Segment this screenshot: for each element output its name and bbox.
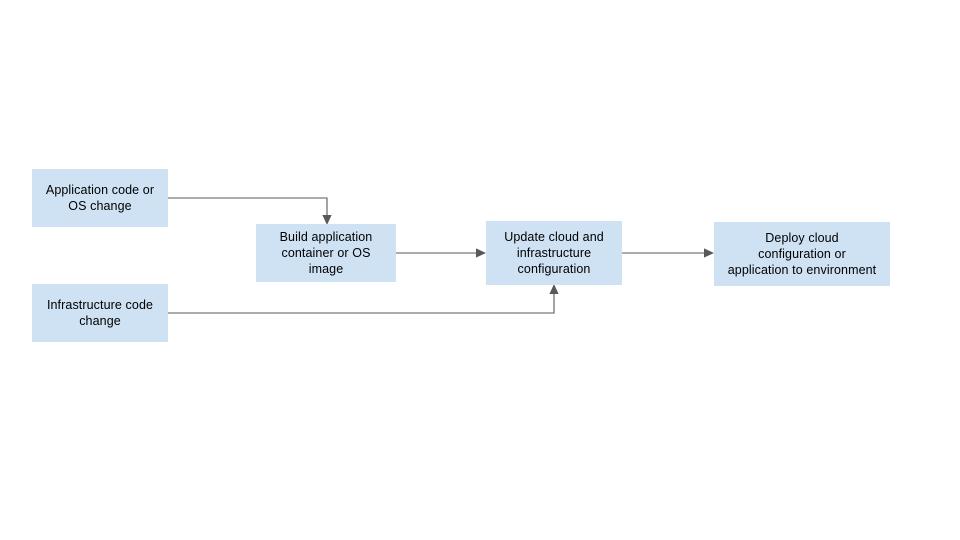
edge-infra-code-to-update [168, 284, 559, 314]
edge-app-code-to-build [168, 197, 332, 225]
node-update-cloud-and-infrastructure-configuration[interactable]: Update cloud and infrastructure configur… [486, 221, 622, 285]
arrowhead-right-into-update [476, 248, 486, 258]
node-deploy-cloud-configuration-or-application-to-environment[interactable]: Deploy cloud configuration or applicatio… [714, 222, 890, 286]
edge-infra-code-to-update-line [168, 292, 555, 314]
node-build-application-container-or-os-image[interactable]: Build application container or OS image [256, 224, 396, 282]
node-application-code-or-os-change[interactable]: Application code or OS change [32, 169, 168, 227]
node-infrastructure-code-change[interactable]: Infrastructure code change [32, 284, 168, 342]
arrowhead-right-into-deploy [704, 248, 714, 258]
edge-update-to-deploy [622, 248, 714, 258]
edge-app-code-to-build-line [168, 197, 328, 218]
edge-build-to-update [396, 248, 486, 258]
arrowhead-up-into-update [549, 284, 559, 294]
